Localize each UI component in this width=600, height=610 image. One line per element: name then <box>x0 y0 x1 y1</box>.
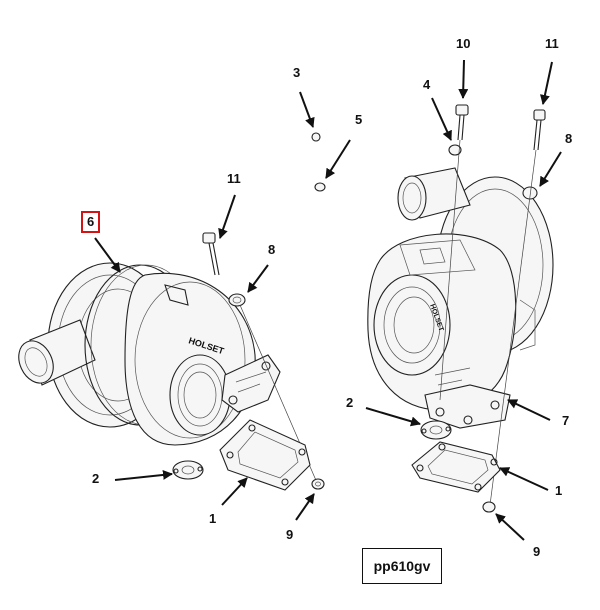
callout-11-left: 11 <box>227 171 241 186</box>
right-gasket-1 <box>411 441 501 493</box>
right-washer-9 <box>482 501 496 513</box>
callout-3: 3 <box>293 65 301 80</box>
left-turbocharger: HOLSET <box>18 262 281 446</box>
right-gasket-2 <box>420 420 452 440</box>
callout-4: 4 <box>423 77 431 92</box>
callout-10: 10 <box>456 36 471 51</box>
right-washer-4 <box>448 144 462 156</box>
left-nut-8 <box>228 293 246 307</box>
leader-arrows <box>94 59 562 541</box>
callout-11-right: 11 <box>545 36 559 51</box>
callout-1-left: 1 <box>209 511 217 526</box>
callout-8-right: 8 <box>565 131 573 146</box>
callout-8-left: 8 <box>268 242 276 257</box>
right-bolt-11 <box>533 109 546 151</box>
callout-9-left: 9 <box>286 527 294 542</box>
reference-code-box: pp610gv <box>362 548 442 584</box>
callout-1-right: 1 <box>555 483 563 498</box>
oring-5 <box>314 182 326 192</box>
callout-7: 7 <box>562 413 570 428</box>
left-gasket-1 <box>219 419 311 491</box>
callout-5: 5 <box>355 112 363 127</box>
right-bolt-10 <box>455 104 469 141</box>
callout-2-right: 2 <box>346 395 354 410</box>
right-turbocharger: HOLSET <box>367 167 554 429</box>
left-gasket-2 <box>172 460 204 480</box>
oring-3 <box>311 132 321 142</box>
callout-2-left: 2 <box>92 471 100 486</box>
left-bolt-11 <box>202 232 220 276</box>
callout-9-right: 9 <box>533 544 541 559</box>
callout-6-highlighted[interactable]: 6 <box>81 211 101 233</box>
left-washer-9 <box>311 478 325 490</box>
